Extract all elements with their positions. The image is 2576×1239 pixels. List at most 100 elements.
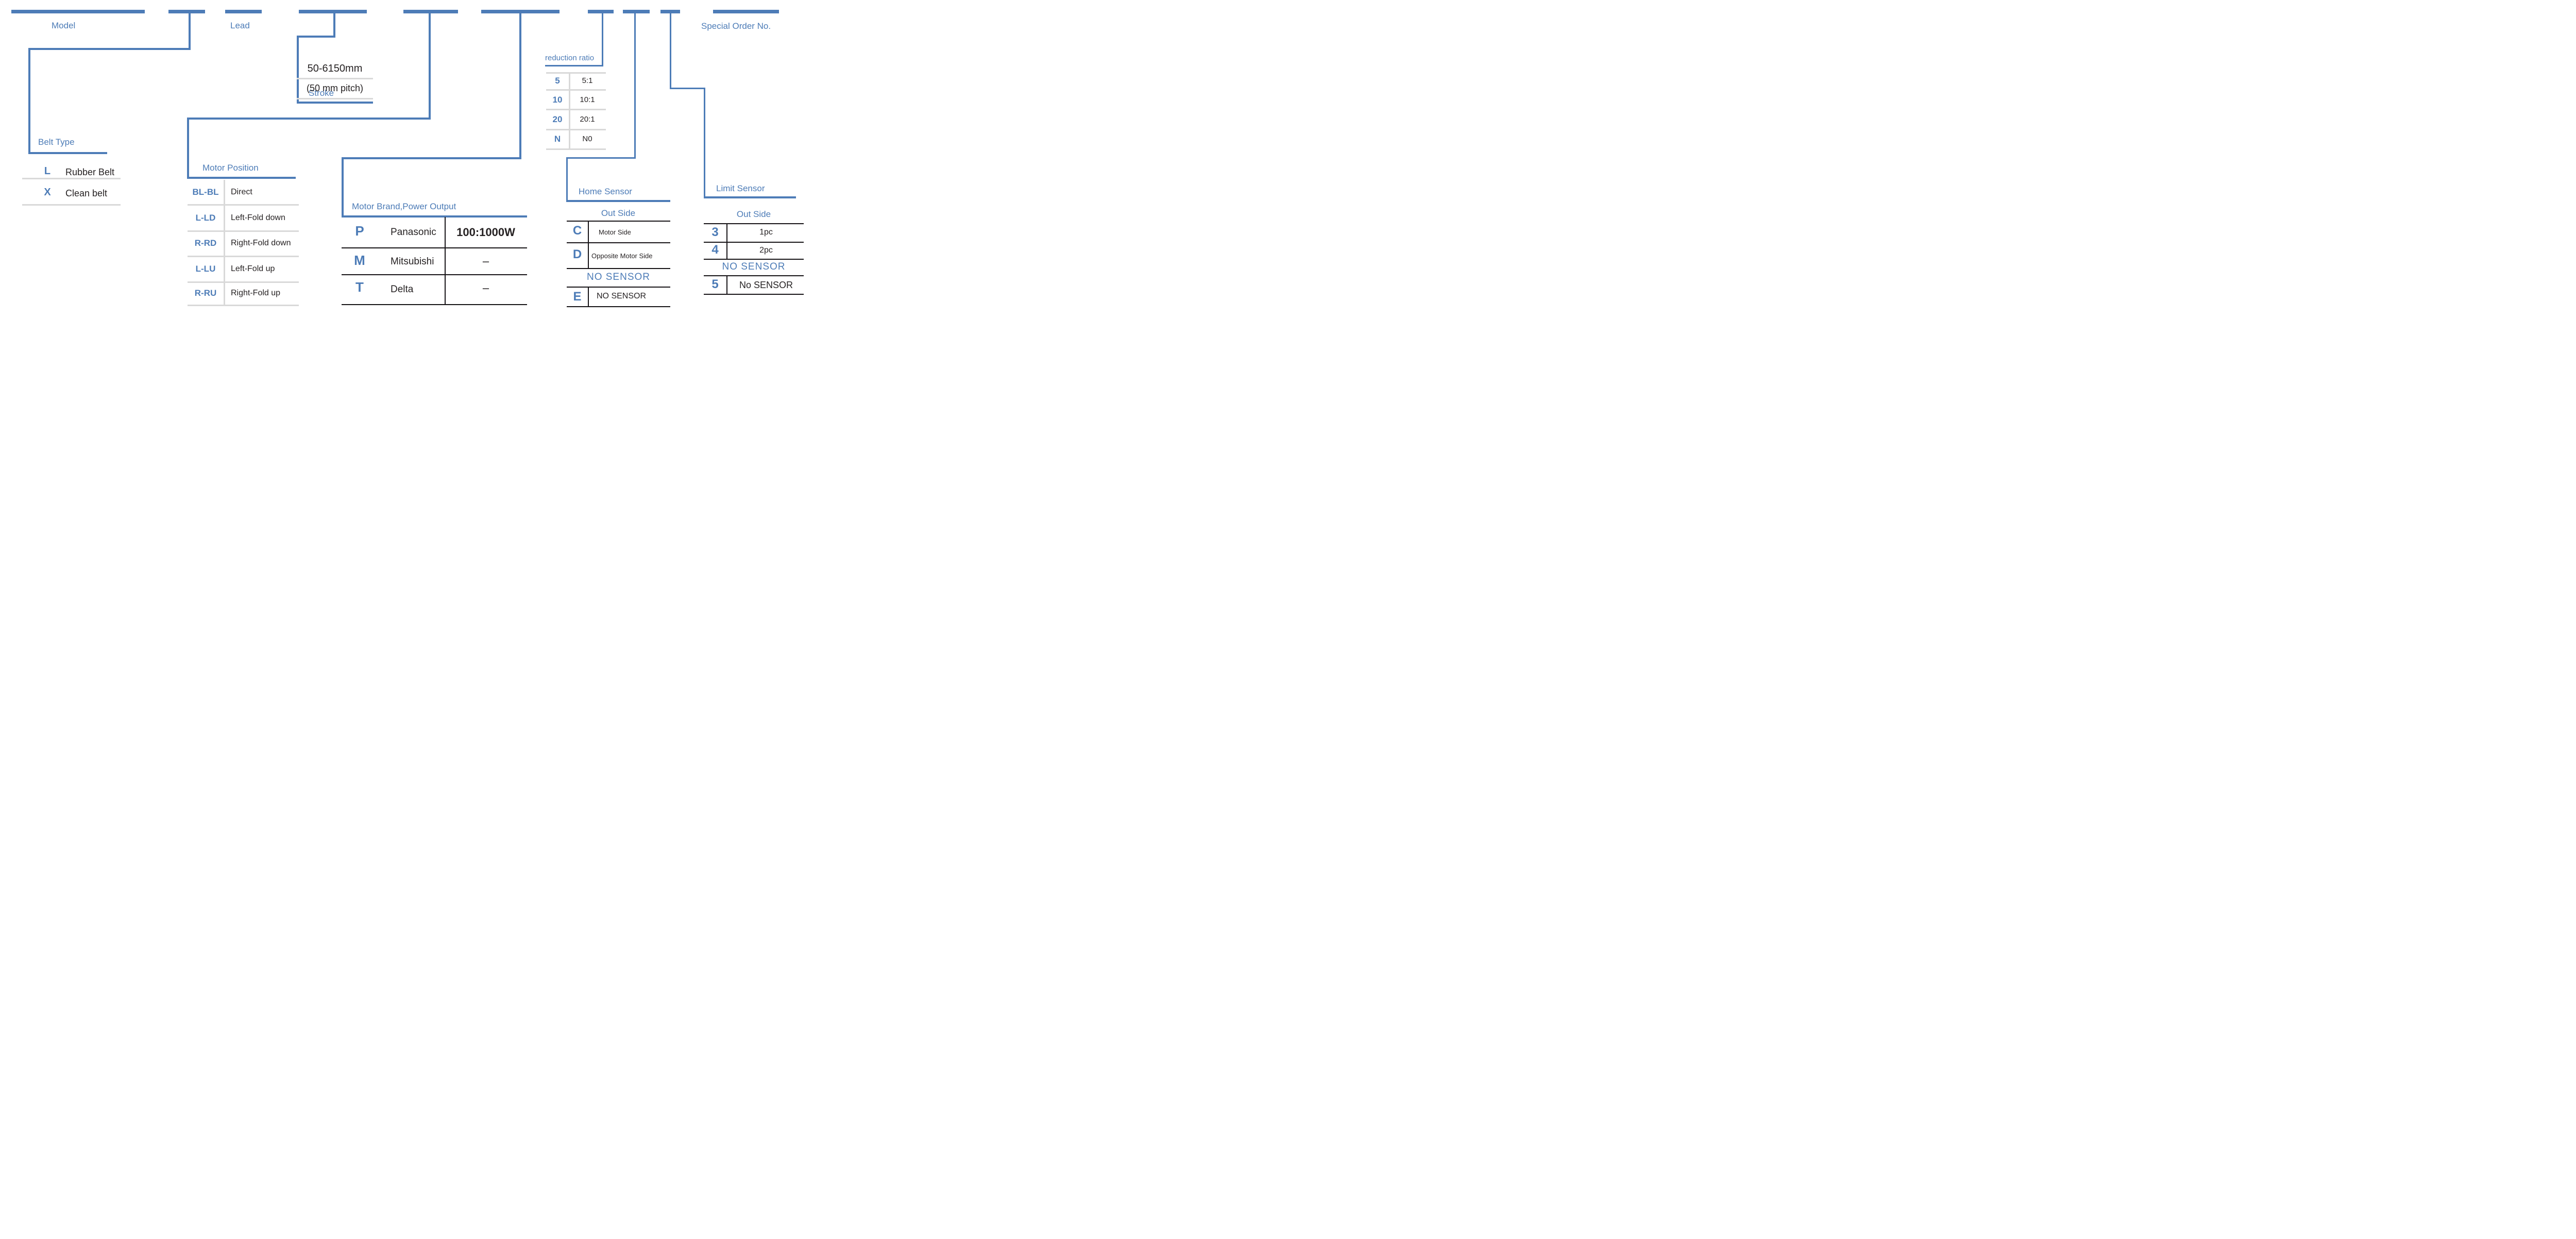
stroke-range: 50-6150mm [307,63,363,74]
reduction-connector-drop [602,13,603,66]
limit-rule-3 [704,275,804,276]
home-row-code: C [572,224,582,238]
motor-position-connector-left [187,118,189,179]
reduction-row-code: 5 [555,76,560,86]
belt-title-underline [28,152,107,154]
belt-connector-drop [189,13,191,48]
reduction-rule-1 [546,89,606,91]
limit-no-sensor-label: NO SENSOR [722,261,786,272]
motor-position-connector-drop [429,13,431,120]
home-rule-3 [567,287,670,288]
stroke-pitch: (50 mm pitch) [306,83,364,93]
home-no-sensor-label: NO SENSOR [586,272,651,282]
limit-row-value: No SENSOR [739,280,793,290]
belt-row-code: L [44,165,51,177]
segment-special-order [713,10,779,13]
motor-position-title: Motor Position [202,163,259,173]
home-title-underline [566,200,670,202]
segment-belt-type [168,10,205,13]
motor-position-row-value: Right-Fold down [231,239,291,247]
limit-row-code: 3 [711,225,719,239]
stroke-title-underline [297,102,373,104]
motor-brand-row-code: M [354,253,365,268]
model-label: Model [52,21,76,30]
motor-position-connector-horizontal [187,118,431,120]
belt-row-value: Clean belt [65,188,108,198]
stroke-connector-horizontal [297,36,335,38]
motor-brand-row-code: P [355,223,364,239]
reduction-row-value: 10:1 [580,95,595,104]
home-row-value: Opposite Motor Side [591,252,653,260]
motor-brand-connector-drop [519,13,521,159]
reduction-row-value: N0 [582,135,592,143]
home-row-value: NO SENSOR [597,292,647,300]
motor-position-rule-3 [188,256,299,257]
motor-position-row-value: Left-Fold up [231,264,275,273]
home-divider-upper [588,221,589,269]
home-row-code: E [573,290,582,304]
home-sensor-title: Home Sensor [579,187,632,196]
limit-rule-bottom [704,294,804,295]
motor-brand-divider [445,217,446,305]
home-rule-top [567,221,670,222]
reduction-row-value: 5:1 [582,76,593,85]
belt-row-code: X [44,187,51,198]
stroke-rule-1 [297,78,373,79]
belt-row-value: Rubber Belt [65,167,115,177]
belt-connector-left [28,48,30,154]
segment-stroke [299,10,367,13]
motor-position-rule-4 [188,281,299,283]
motor-brand-title: Motor Brand,Power Output [352,202,456,211]
limit-divider-upper [726,223,727,260]
motor-brand-rule-2 [342,274,527,275]
home-sensor-subtitle: Out Side [601,208,636,218]
reduction-rule-2 [546,109,606,110]
motor-brand-connector-horizontal [342,157,521,159]
limit-row-value: 2pc [759,246,773,255]
belt-connector-horizontal [28,48,191,50]
motor-position-row-code: R-RU [194,288,217,298]
motor-brand-row-brand: Delta [391,284,414,295]
limit-title-underline [704,196,796,198]
motor-brand-row-brand: Mitsubishi [391,256,434,267]
motor-brand-rule-3 [342,304,527,305]
home-row-value: Motor Side [599,228,631,236]
lead-label: Lead [230,21,250,30]
motor-brand-title-underline [342,215,527,217]
limit-rule-2 [704,259,804,260]
belt-rule-1 [22,178,121,179]
limit-connector-horizontal [670,88,705,89]
reduction-row-code: 10 [552,95,563,105]
motor-position-row-value: Left-Fold down [231,213,285,222]
home-rule-2 [567,268,670,269]
motor-position-row-value: Direct [231,188,252,196]
reduction-title-underline [545,65,603,66]
motor-position-row-value: Right-Fold up [231,289,281,297]
reduction-rule-3 [546,129,606,130]
motor-position-row-code: L-LU [195,264,216,274]
stroke-connector-left [297,36,299,104]
home-connector-horizontal [566,157,636,159]
motor-position-row-code: R-RD [194,238,217,248]
limit-connector-right [704,88,705,198]
reduction-row-code: N [554,134,561,144]
stroke-title: Stroke [309,88,334,98]
limit-sensor-subtitle: Out Side [736,209,771,219]
reduction-ratio-title: reduction ratio [545,54,595,62]
limit-row-code: 5 [711,277,719,291]
motor-brand-row-power: 100:1000W [456,226,515,239]
limit-rule-1 [704,242,804,243]
reduction-divider [569,72,570,150]
home-rule-bottom [567,306,670,307]
home-connector-left [566,157,568,202]
stroke-rule-2 [297,98,373,99]
limit-row-code: 4 [711,243,719,257]
motor-position-rule-2 [188,230,299,232]
motor-position-divider [224,180,225,306]
order-code-diagram: Model Lead Special Order No. Belt Type L… [0,0,808,361]
stroke-connector-drop [333,13,335,36]
limit-row-value: 1pc [759,228,773,237]
home-rule-1 [567,242,670,243]
segment-motor-position [403,10,458,13]
home-divider-lower [588,287,589,307]
